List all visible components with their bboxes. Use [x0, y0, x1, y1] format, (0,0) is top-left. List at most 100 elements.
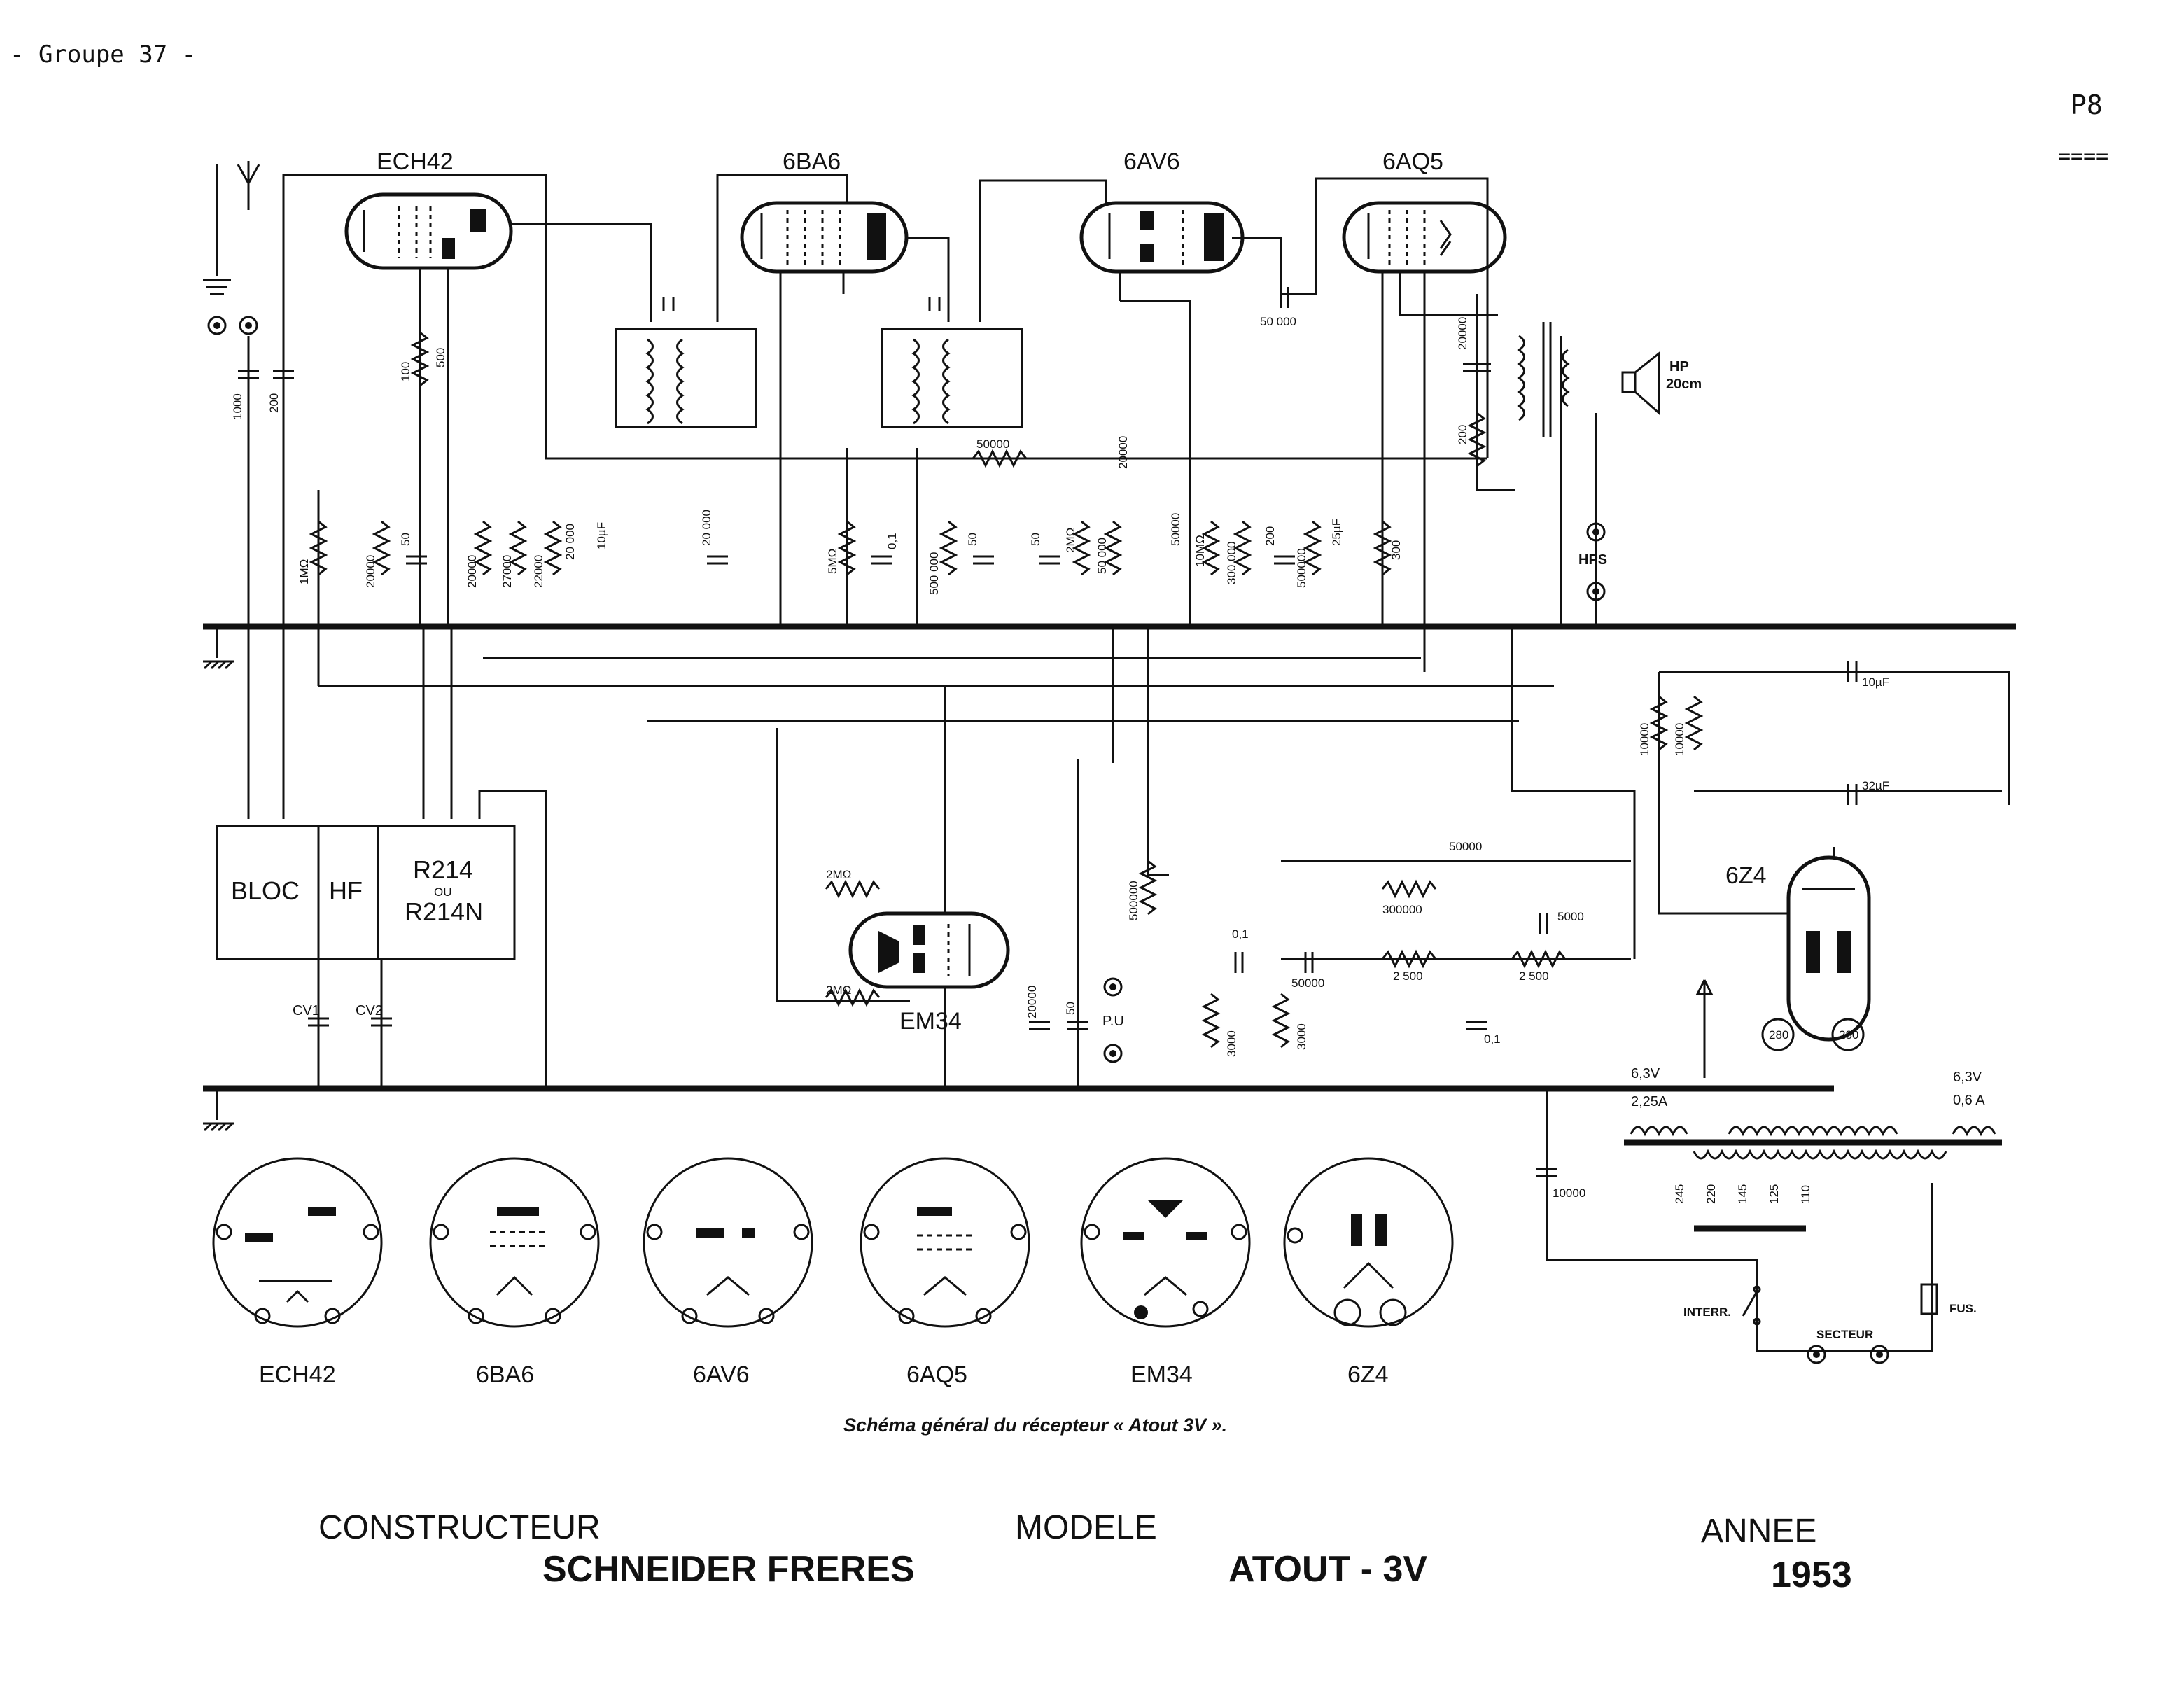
label-r500000-a: 500 000: [927, 552, 941, 595]
mains-socket-2: [1870, 1345, 1889, 1364]
tap-110: 110: [1799, 1185, 1812, 1204]
socket-6aq5: [860, 1157, 1030, 1328]
socket-ech42-label: ECH42: [259, 1361, 336, 1388]
label-r20000-c: 20 000: [564, 524, 577, 560]
label-c50-em: 50: [1064, 1002, 1077, 1015]
lamp-280-b: [1831, 1018, 1865, 1051]
page-reference-underline: ====: [2058, 144, 2109, 169]
label-r500000-b: 500000: [1295, 548, 1308, 588]
label-r100: 100: [399, 362, 412, 381]
socket-em34-label: EM34: [1130, 1361, 1193, 1388]
block-label-bloc: BLOC: [231, 876, 300, 905]
label-c50-a: 50: [399, 533, 412, 546]
label-r5m: 5MΩ: [826, 549, 839, 574]
hps-terminal-2: [1586, 582, 1606, 601]
speaker-label: HP: [1670, 359, 1689, 374]
ground-symbol-upper: [203, 626, 234, 670]
label-r200-a: 200: [1264, 526, 1277, 546]
label-c01-b: 0,1: [1232, 927, 1249, 941]
tube-6z4: [1786, 855, 1871, 1042]
page-reference: P8: [2071, 90, 2103, 120]
lamp-280-b-label: 280: [1839, 1028, 1858, 1042]
socket-6aq5-label: 6AQ5: [906, 1361, 967, 1388]
label-r2m-a: 2MΩ: [1064, 528, 1077, 553]
label-c20000-top: 20000: [1116, 436, 1130, 469]
tube-em34-label: EM34: [899, 1008, 962, 1035]
label-c50000: 50 000: [1260, 315, 1296, 328]
mains-switch: [1742, 1285, 1761, 1326]
label-r10000-a: 10000: [1638, 723, 1651, 756]
block-label-r214: R214: [413, 855, 473, 884]
label-r1m: 1MΩ: [298, 559, 311, 584]
lamp-280-a: [1761, 1018, 1795, 1051]
label-pot500000: 500000: [1127, 881, 1140, 920]
tube-ech42-label: ECH42: [377, 148, 454, 175]
constructeur-value: SCHNEIDER FRERES: [542, 1549, 915, 1590]
label-c10uf-b: 10µF: [1862, 675, 1889, 689]
speaker-size: 20cm: [1666, 377, 1702, 392]
block-label-ou: OU: [434, 885, 452, 899]
tube-em34: [848, 911, 1010, 989]
label-r300: 300: [1390, 540, 1403, 560]
socket-6ba6: [429, 1157, 600, 1328]
antenna-terminal: [239, 316, 258, 335]
label-c32uf: 32µF: [1862, 779, 1889, 792]
mains-cap-label: 10000: [1553, 1186, 1586, 1200]
label-c01-c: 0,1: [1484, 1032, 1501, 1046]
label-c20000-out: 20000: [1456, 317, 1469, 350]
socket-6z4: [1283, 1157, 1454, 1328]
block-label-r214n: R214N: [405, 897, 483, 926]
annee-value: 1953: [1771, 1555, 1852, 1595]
label-c50-b: 50: [966, 533, 979, 546]
socket-6av6-label: 6AV6: [693, 1361, 750, 1388]
heater-6v3-a: 6,3V: [1631, 1066, 1660, 1081]
pickup-label: P.U: [1102, 1014, 1124, 1029]
label-r3000-b: 3000: [1295, 1023, 1308, 1050]
diagram-caption: Schéma général du récepteur « Atout 3V »…: [844, 1415, 1227, 1436]
tube-6av6: [1079, 201, 1245, 274]
label-r2m-c: 2MΩ: [826, 983, 851, 997]
label-r2500-b: 2 500: [1519, 969, 1549, 983]
switch-label: INTERR.: [1684, 1305, 1731, 1319]
cv2-label: CV2: [356, 1003, 383, 1018]
label-r22000: 22000: [532, 555, 545, 588]
group-header: - Groupe 37 -: [10, 41, 197, 69]
label-c50-c: 50: [1029, 533, 1042, 546]
heater-current-b: 0,6 A: [1953, 1093, 1985, 1108]
label-c25uf: 25µF: [1330, 519, 1343, 546]
label-r20000-a: 20000: [364, 555, 377, 588]
label-r50000-b: 50 000: [1096, 538, 1109, 574]
label-c50000-b: 50000: [1292, 976, 1324, 990]
loudspeaker-icon: [1621, 351, 1660, 416]
pickup-terminal-1: [1103, 977, 1123, 997]
label-c1000: 1000: [231, 393, 244, 420]
tube-6aq5: [1342, 201, 1507, 274]
if-transformer-1: [645, 297, 685, 425]
label-r27000: 27000: [500, 555, 514, 588]
mains-label: SECTEUR: [1816, 1328, 1873, 1341]
block-label-hf: HF: [329, 876, 363, 905]
label-r10m: 10MΩ: [1194, 535, 1207, 567]
tap-145: 145: [1736, 1184, 1749, 1204]
if-transformer-2: [911, 297, 951, 425]
label-r200-b: 200: [1456, 425, 1469, 444]
constructeur-label: CONSTRUCTEUR: [318, 1509, 601, 1546]
rf-block: [216, 825, 516, 960]
tube-ech42: [344, 192, 513, 270]
label-r2m-b: 2MΩ: [826, 868, 851, 881]
circuit-wiring: [247, 174, 2010, 1351]
tap-245: 245: [1673, 1184, 1686, 1204]
label-r50000-top: 50000: [976, 437, 1009, 451]
heater-6v3-b: 6,3V: [1953, 1070, 1982, 1085]
modele-label: MODELE: [1015, 1509, 1157, 1546]
antenna-symbol: [203, 161, 260, 295]
label-r300000-b: 300000: [1382, 903, 1422, 916]
modele-value: ATOUT - 3V: [1228, 1549, 1428, 1590]
annee-label: ANNEE: [1701, 1513, 1817, 1550]
heater-current-a: 2,25A: [1631, 1094, 1668, 1109]
label-r20000-b: 20000: [465, 555, 479, 588]
cv1-label: CV1: [293, 1003, 320, 1018]
label-r300000-a: 300 000: [1225, 542, 1238, 584]
